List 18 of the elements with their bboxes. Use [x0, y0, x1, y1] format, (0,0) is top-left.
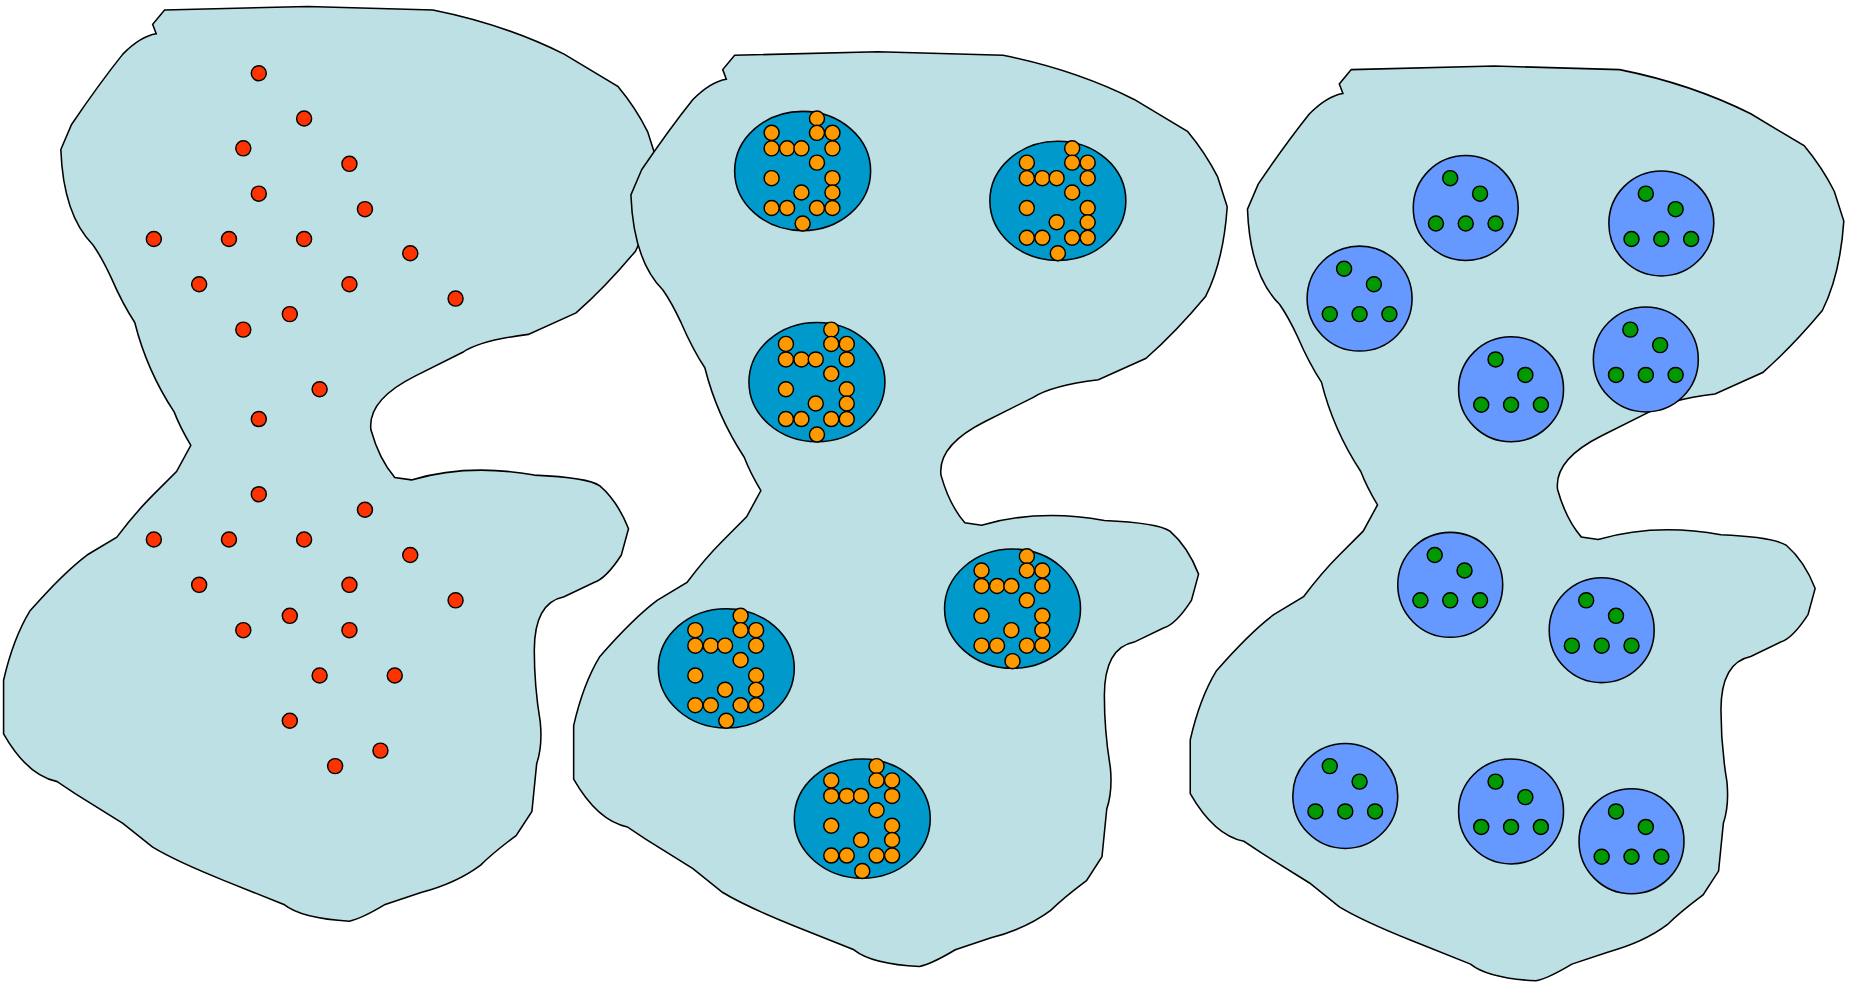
cell-ellipse [943, 548, 1082, 670]
cell-circle [1412, 154, 1519, 262]
blob-shape [1189, 65, 1845, 982]
cell-ellipse [793, 757, 932, 880]
cell-ellipse [748, 321, 886, 443]
cell-circle [1578, 788, 1685, 895]
cell-circle [1457, 758, 1565, 865]
cell-ellipse [989, 140, 1127, 262]
cell-ellipse [733, 110, 872, 232]
cell-circle [1457, 336, 1565, 443]
cell-circle [1397, 531, 1504, 639]
cell-circle [1306, 245, 1413, 352]
cell-circle [1592, 306, 1700, 413]
cell-circle [1292, 742, 1399, 850]
blob-shape [572, 50, 1228, 968]
cell-circle [1548, 576, 1655, 684]
cell-ellipse [657, 607, 796, 730]
cell-circle [1608, 170, 1715, 277]
